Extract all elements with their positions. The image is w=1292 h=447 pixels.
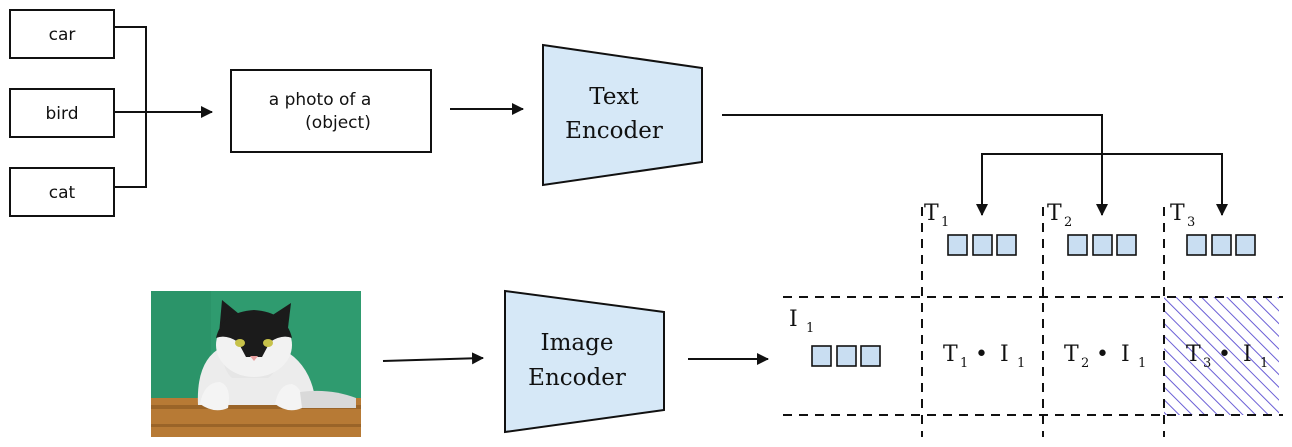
svg-text:1: 1 bbox=[1260, 356, 1268, 371]
prompt-template-box: a photo of a (object) bbox=[230, 69, 432, 153]
svg-text:T: T bbox=[1064, 342, 1079, 367]
class-label-bird: bird bbox=[9, 88, 115, 138]
dot-product-t3-i1: T 3 • I 1 bbox=[1186, 342, 1268, 371]
svg-text:3: 3 bbox=[1203, 356, 1211, 371]
svg-text:I: I bbox=[1121, 342, 1130, 367]
dot-product-t2-i1: T 2 • I 1 bbox=[1064, 342, 1146, 371]
svg-text:I: I bbox=[1000, 342, 1009, 367]
text-embedding-t1 bbox=[947, 234, 1017, 256]
svg-text:Image: Image bbox=[541, 330, 614, 356]
text-encoder-output-line bbox=[722, 114, 1108, 216]
text-embedding-t3 bbox=[1186, 234, 1256, 256]
row-label-i1-sub: 1 bbox=[806, 321, 814, 336]
highlight-cell-t3-i1 bbox=[1164, 297, 1279, 415]
svg-text:2: 2 bbox=[1081, 356, 1089, 371]
svg-text:T: T bbox=[1186, 342, 1201, 367]
arrow-photo-to-image-encoder bbox=[382, 352, 484, 365]
cat-photo bbox=[151, 291, 361, 437]
svg-text:bird: bird bbox=[46, 104, 79, 124]
svg-text:T: T bbox=[943, 342, 958, 367]
svg-text:•: • bbox=[1218, 342, 1231, 367]
image-encoder: Image Encoder bbox=[504, 289, 665, 434]
column-label-t2-sub: 2 bbox=[1064, 215, 1072, 230]
label-bracket bbox=[114, 26, 147, 188]
svg-text:a photo of a: a photo of a bbox=[269, 90, 371, 110]
column-label-t2: T bbox=[1047, 201, 1062, 226]
column-label-t1: T bbox=[924, 201, 939, 226]
svg-text:•: • bbox=[1096, 342, 1109, 367]
text-encoder: Text Encoder bbox=[542, 43, 703, 187]
svg-text:I: I bbox=[1243, 342, 1252, 367]
svg-text:•: • bbox=[975, 342, 988, 367]
svg-text:1: 1 bbox=[1138, 356, 1146, 371]
column-label-t3-sub: 3 bbox=[1187, 215, 1195, 230]
svg-text:cat: cat bbox=[49, 183, 76, 203]
text-embedding-t2 bbox=[1067, 234, 1137, 256]
class-label-car: car bbox=[9, 9, 115, 59]
svg-text:Encoder: Encoder bbox=[528, 365, 626, 391]
svg-text:Text: Text bbox=[589, 84, 639, 110]
column-label-t3: T bbox=[1170, 201, 1185, 226]
similarity-grid bbox=[783, 207, 1283, 437]
svg-text:(object): (object) bbox=[305, 113, 371, 133]
dot-product-t1-i1: T 1 • I 1 bbox=[943, 342, 1025, 371]
svg-text:car: car bbox=[49, 25, 76, 45]
svg-text:Encoder: Encoder bbox=[565, 118, 663, 144]
class-label-cat: cat bbox=[9, 167, 115, 217]
image-embedding-i1 bbox=[811, 345, 881, 367]
svg-text:1: 1 bbox=[960, 356, 968, 371]
column-label-t1-sub: 1 bbox=[941, 215, 949, 230]
row-label-i1: I bbox=[789, 307, 798, 332]
svg-text:1: 1 bbox=[1017, 356, 1025, 371]
